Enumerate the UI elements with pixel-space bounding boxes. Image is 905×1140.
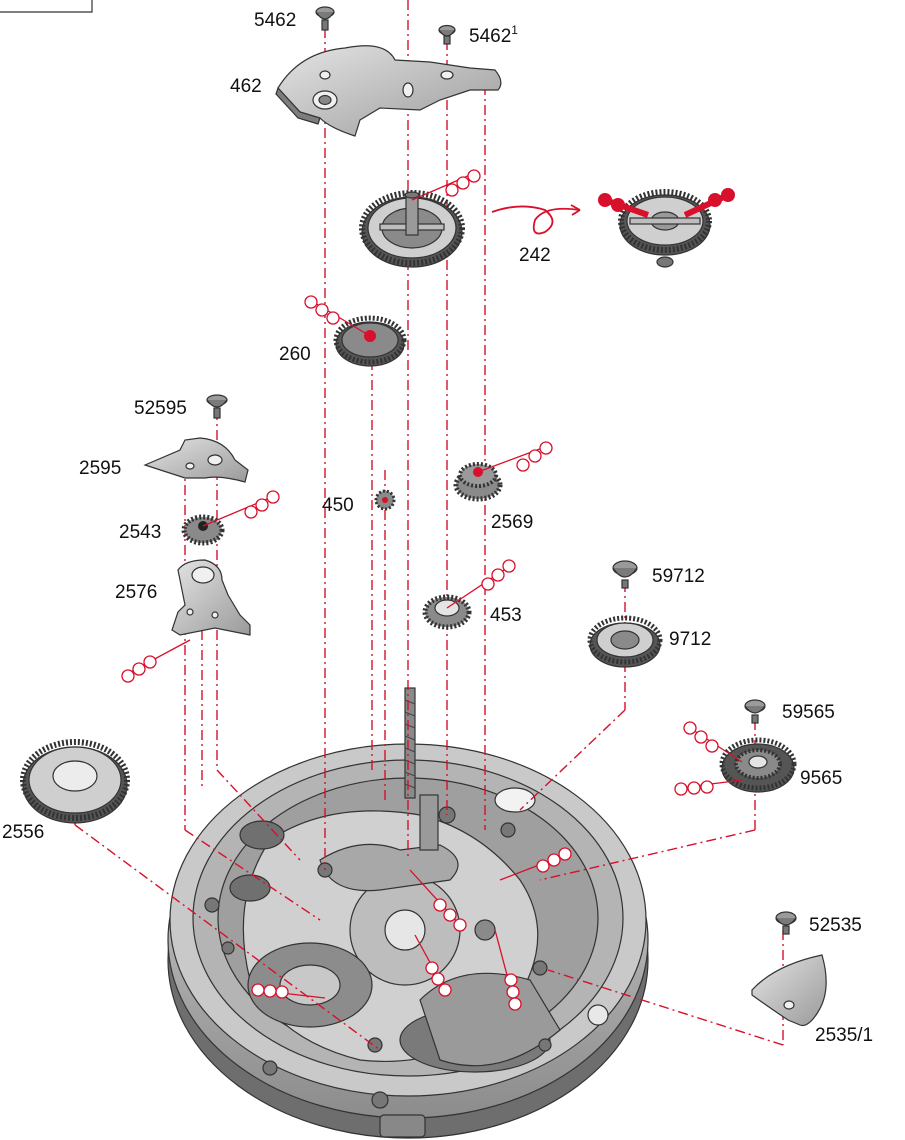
- plate-2535-1: [751, 954, 827, 1027]
- label-59565: 59565: [782, 702, 835, 723]
- lever-2576: [171, 559, 251, 636]
- label-242: 242: [519, 245, 551, 266]
- label-462: 462: [230, 76, 262, 97]
- label-2595: 2595: [79, 458, 121, 479]
- screw-52595: [206, 394, 228, 419]
- plate-2595: [143, 437, 249, 483]
- label-9565: 9565: [800, 768, 842, 789]
- main-plate: [167, 743, 649, 1139]
- screw-59565: [744, 699, 766, 724]
- wheel-2556: [20, 739, 130, 824]
- screw-5462-1: [438, 24, 456, 45]
- label-2535-1: 2535/1: [815, 1025, 873, 1046]
- label-2569: 2569: [491, 512, 533, 533]
- label-52535: 52535: [809, 915, 862, 936]
- label-52595: 52595: [134, 398, 187, 419]
- wheel-242: [359, 190, 465, 268]
- label-5462-1: 54621: [469, 23, 518, 47]
- threaded-shaft: [404, 687, 416, 799]
- bridge-462: [275, 45, 502, 137]
- screw-52535: [775, 911, 797, 935]
- label-2576: 2576: [115, 582, 157, 603]
- wheel-2543: [181, 514, 225, 546]
- label-450: 450: [322, 495, 354, 516]
- screw-5462: [315, 6, 335, 31]
- label-2543: 2543: [119, 522, 161, 543]
- wheel-9712: [587, 615, 663, 668]
- frame-corner: [0, 0, 93, 13]
- screw-59712: [612, 560, 638, 589]
- wheel-242-detail: [598, 188, 735, 268]
- wheel-260: [333, 315, 407, 367]
- label-59712: 59712: [652, 566, 705, 587]
- label-260: 260: [279, 344, 311, 365]
- pinion-450: [374, 489, 396, 511]
- oil-markers: [121, 169, 743, 1011]
- assembly-guide-lines: [74, 0, 784, 1051]
- label-453: 453: [490, 605, 522, 626]
- label-2556: 2556: [2, 822, 44, 843]
- label-9712: 9712: [669, 629, 711, 650]
- label-5462: 5462: [254, 10, 296, 31]
- wheel-9565: [719, 737, 797, 793]
- rotation-arrow: [491, 204, 581, 235]
- wheel-2569: [453, 462, 503, 502]
- wheel-453: [422, 594, 472, 630]
